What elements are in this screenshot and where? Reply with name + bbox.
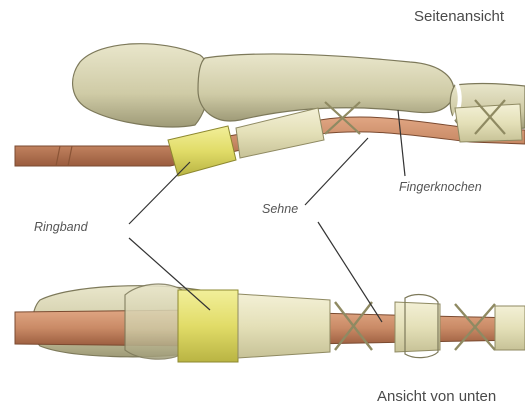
side-ringband [168, 126, 236, 176]
leader-ringband-side [129, 162, 190, 224]
bottom-sheath-1 [238, 294, 330, 358]
side-proximal-phalanx [198, 54, 454, 121]
bottom-sheath-3 [495, 306, 525, 350]
sehne-label: Sehne [262, 202, 298, 216]
fingerknochen-label: Fingerknochen [399, 180, 482, 194]
side-view-title: Seitenansicht [414, 8, 504, 25]
side-view [15, 44, 525, 176]
side-sheath-2 [455, 104, 522, 142]
bottom-ringband [178, 290, 238, 362]
ringband-label: Ringband [34, 220, 88, 234]
bottom-sheath-2 [395, 302, 440, 352]
leader-sehne-side [305, 138, 368, 205]
bottom-view [15, 284, 525, 362]
bottom-view-title: Ansicht von unten [377, 388, 496, 405]
side-metacarpal-bone [73, 44, 210, 127]
